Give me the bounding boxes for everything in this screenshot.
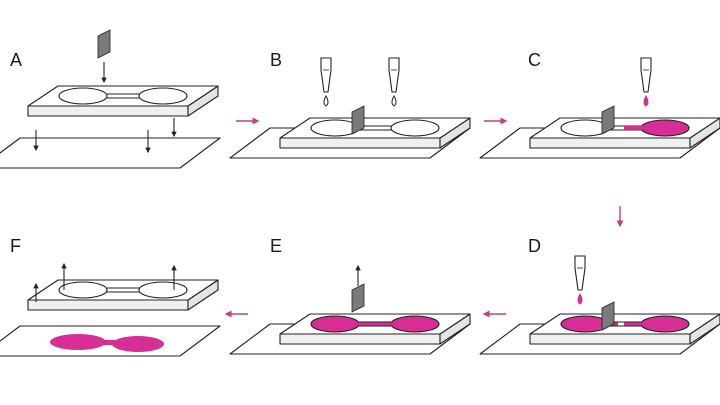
step-f: F — [0, 236, 221, 357]
droplet — [391, 94, 397, 107]
step-a: A — [0, 29, 221, 169]
pipette-icon — [320, 57, 332, 93]
step-label-f: F — [10, 236, 21, 256]
base-sheet-a — [0, 137, 221, 169]
droplet — [577, 292, 583, 305]
step-d: D — [479, 236, 720, 355]
blade-icon — [97, 29, 111, 59]
droplet — [323, 94, 329, 107]
blade-icon — [351, 283, 365, 313]
template-d — [529, 313, 720, 345]
template-a — [27, 85, 219, 117]
step-c: C — [479, 50, 720, 159]
pipette-icon — [574, 255, 586, 291]
step-label-b: B — [270, 50, 282, 70]
template-f — [27, 279, 219, 311]
pipette-icon — [640, 57, 652, 93]
step-label-d: D — [528, 236, 541, 256]
template-e — [279, 313, 471, 345]
step-label-c: C — [528, 50, 541, 70]
printed-pattern — [50, 334, 164, 352]
pipette-icon — [388, 57, 400, 93]
step-label-e: E — [270, 236, 282, 256]
template-c — [529, 117, 720, 149]
step-e: E — [229, 236, 471, 355]
step-label-a: A — [10, 50, 22, 70]
droplet — [643, 94, 649, 107]
template-b — [279, 117, 471, 149]
step-b: B — [229, 50, 471, 159]
